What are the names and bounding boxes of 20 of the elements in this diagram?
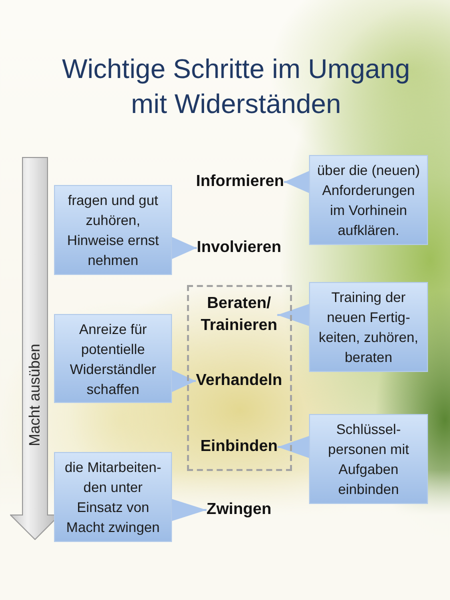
step-label: Einbinden	[200, 436, 278, 458]
callout-box: die Mitarbeiten- den unter Einsatz von Macht zwingen	[54, 452, 172, 542]
step-label: Involvieren	[196, 237, 282, 259]
callout-box: fragen und gut zuhören, Hinweise ernst nehmen	[54, 185, 172, 275]
step-label: Informieren	[196, 171, 284, 193]
step-label: Verhandeln	[196, 370, 282, 392]
callout-box: über die (neuen) Anforderungen im Vorhinein aufklären.	[309, 155, 428, 245]
step-label: Beraten/ Trainieren	[200, 293, 278, 337]
callout-pointer	[277, 304, 309, 326]
title: Wichtige Schritte im Umgang mit Widerständen	[60, 53, 412, 121]
callout-pointer	[172, 499, 207, 521]
dashed-group-box	[187, 285, 292, 471]
callout-pointer	[172, 237, 197, 259]
step-label: Zwingen	[206, 499, 272, 521]
arrow-label: Macht ausüben	[26, 344, 44, 446]
callout-box: Training der neuen Fertig- keiten, zuhören, beraten	[309, 282, 428, 372]
callout-pointer	[284, 171, 309, 193]
callout-pointer	[172, 370, 196, 392]
callout-box: Schlüssel- personen mit Aufgaben einbinden	[309, 414, 428, 504]
callout-box: Anreize für potentielle Widerständler schaffen	[54, 314, 172, 403]
